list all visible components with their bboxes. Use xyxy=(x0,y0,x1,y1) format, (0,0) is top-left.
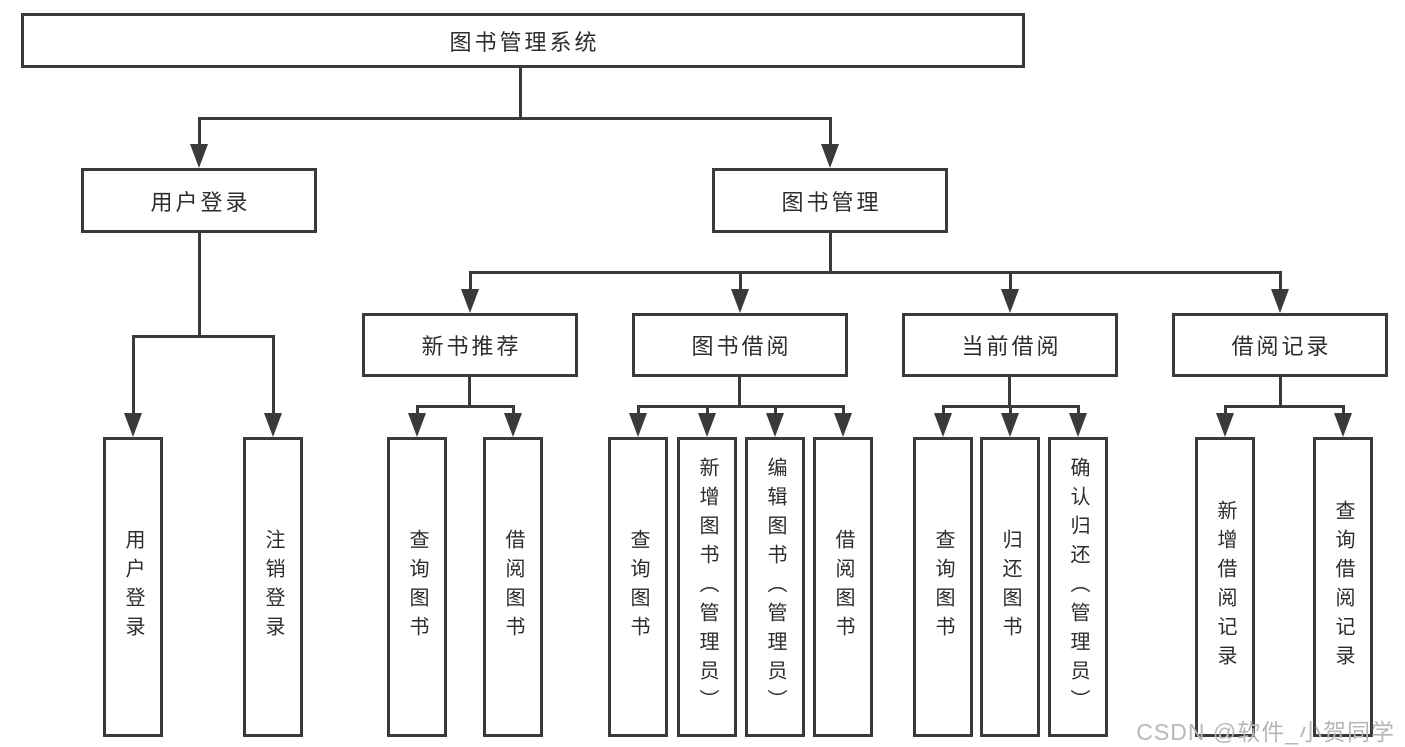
node-user-login: 用户登录 xyxy=(81,168,317,233)
connector-leaf-stem xyxy=(1342,405,1345,415)
connector-root-vertical xyxy=(519,68,522,118)
leaf-add-book-admin: 新增图书（管理员） xyxy=(677,437,737,737)
connector-section-stem xyxy=(469,271,472,291)
leaf-return-book: 归还图书 xyxy=(980,437,1040,737)
arrowhead-down-icon xyxy=(461,289,479,313)
node-label: 注销登录 xyxy=(262,529,284,645)
arrowhead-down-icon xyxy=(1271,289,1289,313)
leaf-recommend-borrow-book: 借阅图书 xyxy=(483,437,543,737)
arrowhead-down-icon xyxy=(504,413,522,437)
arrowhead-down-icon xyxy=(1001,289,1019,313)
arrowhead-down-icon xyxy=(629,413,647,437)
connector-section-stem xyxy=(1009,271,1012,291)
arrowhead-down-icon xyxy=(1001,413,1019,437)
connector-leaf-stem xyxy=(637,405,640,415)
node-label: 新增借阅记录 xyxy=(1214,500,1236,674)
arrowhead-down-icon xyxy=(698,413,716,437)
connector-leaf-stem xyxy=(942,405,945,415)
connector-section-stem xyxy=(1279,271,1282,291)
node-label: 当前借阅 xyxy=(961,334,1062,359)
leaf-current-query-book: 查询图书 xyxy=(913,437,973,737)
connector-level2-horizontal xyxy=(198,117,831,120)
connector-section2-fork xyxy=(637,405,845,408)
arrowhead-down-icon xyxy=(821,144,839,168)
arrowhead-down-icon xyxy=(124,413,142,437)
arrowhead-down-icon xyxy=(934,413,952,437)
arrowhead-down-icon xyxy=(766,413,784,437)
arrowhead-down-icon xyxy=(190,144,208,168)
leaf-recommend-query-book: 查询图书 xyxy=(387,437,447,737)
node-label: 查询借阅记录 xyxy=(1332,500,1354,674)
node-label: 借阅图书 xyxy=(832,529,854,645)
node-book-borrow: 图书借阅 xyxy=(632,313,848,377)
node-label: 确认归还（管理员） xyxy=(1067,456,1089,718)
connector-leaf-stem xyxy=(416,405,419,415)
leaf-user-login: 用户登录 xyxy=(103,437,163,737)
node-label: 新书推荐 xyxy=(421,334,522,359)
connector-leaf-stem xyxy=(706,405,709,415)
node-label: 图书借阅 xyxy=(691,334,792,359)
arrowhead-down-icon xyxy=(834,413,852,437)
arrowhead-down-icon xyxy=(1216,413,1234,437)
node-label: 用户登录 xyxy=(150,189,251,215)
leaf-query-borrow-record: 查询借阅记录 xyxy=(1313,437,1373,737)
connector-book-management-stem xyxy=(829,117,832,147)
connector-leaf-stem xyxy=(512,405,515,415)
connector-leaf-stem xyxy=(272,335,275,416)
node-book-management: 图书管理 xyxy=(712,168,948,233)
node-label: 借阅图书 xyxy=(502,529,524,645)
arrowhead-down-icon xyxy=(1069,413,1087,437)
node-label: 编辑图书（管理员） xyxy=(764,456,786,718)
node-label: 查询图书 xyxy=(406,529,428,645)
leaf-borrow-query-book: 查询图书 xyxy=(608,437,668,737)
node-current-borrow: 当前借阅 xyxy=(902,313,1118,377)
node-label: 图书管理 xyxy=(781,189,882,215)
node-label: 用户登录 xyxy=(122,529,144,645)
leaf-logout-login: 注销登录 xyxy=(243,437,303,737)
arrowhead-down-icon xyxy=(731,289,749,313)
connector-book-management-vertical xyxy=(829,233,832,273)
node-label: 借阅记录 xyxy=(1231,334,1332,359)
connector-section-stem xyxy=(739,271,742,291)
connector-user-login-vertical xyxy=(198,233,201,336)
connector-section1-fork xyxy=(416,405,515,408)
arrowhead-down-icon xyxy=(408,413,426,437)
connector-leaf-stem xyxy=(1009,405,1012,415)
leaf-borrow-borrow-book: 借阅图书 xyxy=(813,437,873,737)
connector-section4-fork xyxy=(1224,405,1345,408)
connector-leaf-stem xyxy=(1224,405,1227,415)
connector-user-login-stem xyxy=(198,117,201,147)
connector-leaf-stem xyxy=(1077,405,1080,415)
watermark: CSDN @软件_小贺同学 xyxy=(1136,719,1395,745)
node-label: 查询图书 xyxy=(932,529,954,645)
node-root: 图书管理系统 xyxy=(21,13,1025,68)
node-label: 新增图书（管理员） xyxy=(696,456,718,718)
connector-section2-vertical xyxy=(738,377,741,408)
node-label: 查询图书 xyxy=(627,529,649,645)
connector-level3-horizontal xyxy=(469,271,1282,274)
arrowhead-down-icon xyxy=(264,413,282,437)
connector-section1-vertical xyxy=(468,377,471,408)
node-new-book-recommend: 新书推荐 xyxy=(362,313,578,377)
connector-section3-vertical xyxy=(1008,377,1011,408)
leaf-edit-book-admin: 编辑图书（管理员） xyxy=(745,437,805,737)
node-label: 归还图书 xyxy=(999,529,1021,645)
node-borrow-records: 借阅记录 xyxy=(1172,313,1388,377)
connector-user-login-fork xyxy=(132,335,275,338)
node-label: 图书管理系统 xyxy=(449,29,600,55)
leaf-add-borrow-record: 新增借阅记录 xyxy=(1195,437,1255,737)
connector-leaf-stem xyxy=(132,335,135,416)
connector-leaf-stem xyxy=(774,405,777,415)
connector-section4-vertical xyxy=(1279,377,1282,408)
leaf-confirm-return-admin: 确认归还（管理员） xyxy=(1048,437,1108,737)
connector-leaf-stem xyxy=(842,405,845,415)
arrowhead-down-icon xyxy=(1334,413,1352,437)
